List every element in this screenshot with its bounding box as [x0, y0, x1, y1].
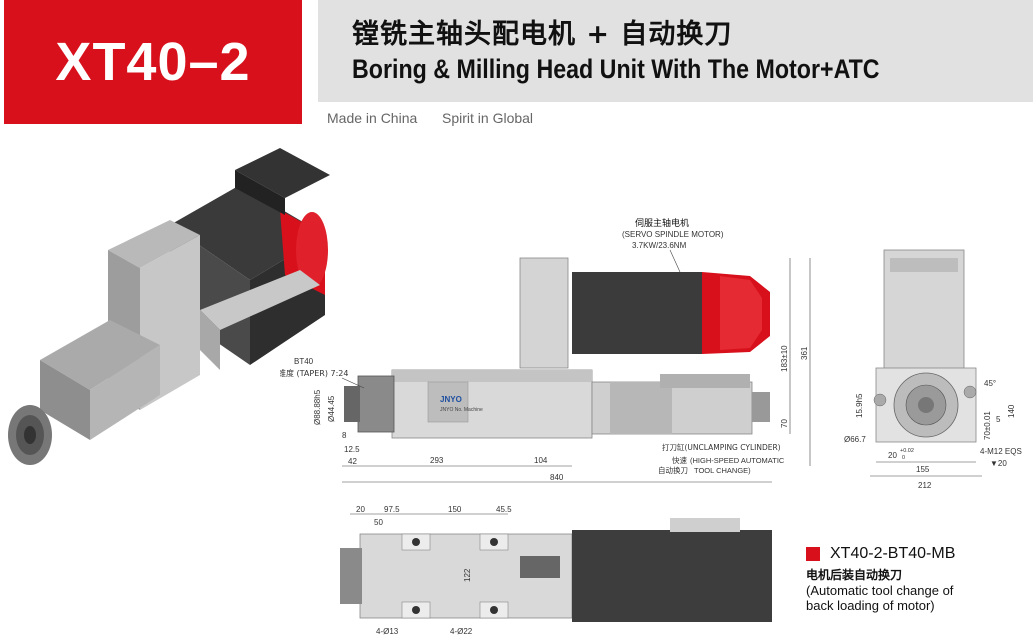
variant-code: XT40-2-BT40-MB — [830, 545, 956, 562]
dim-5: 5 — [996, 415, 1001, 424]
dim-140: 140 — [1007, 404, 1016, 418]
top-dim-122: 122 — [463, 568, 472, 582]
dim-155: 155 — [916, 465, 930, 474]
motor-spec: 3.7KW/23.6NM — [632, 241, 687, 250]
atc-cn1: 快速 — [672, 455, 687, 465]
top-dim-45-5: 45.5 — [496, 505, 512, 514]
tagline-spirit-in-global: Spirit in Global — [442, 110, 534, 126]
taper-line2: 锥度 (TAPER) 7:24 — [280, 368, 348, 378]
product-photo — [8, 148, 330, 465]
dim-361: 361 — [800, 346, 809, 360]
end-view-drawing: 15.9h5 Ø66.7 45° 5 140 70±0.01 20 +0.02 … — [844, 249, 1022, 490]
atc-en2: TOOL CHANGE) — [694, 466, 751, 475]
dim-20: 20 — [888, 451, 897, 460]
top-dim-50: 50 — [374, 518, 383, 527]
title-chinese: 镗铣主轴头配电机 + 自动换刀 — [352, 19, 733, 50]
top-dim-4-d22: 4-Ø22 — [450, 627, 473, 636]
motor-label-cn: 伺服主轴电机 — [635, 217, 689, 229]
dim-212: 212 — [918, 481, 932, 490]
dim-8: 8 — [342, 431, 347, 440]
dim-42: 42 — [348, 457, 357, 466]
dim-spindle-od: Ø88.88h5 — [313, 389, 322, 425]
dim-d66-7: Ø66.7 — [844, 435, 866, 444]
model-number: XT40–2 — [55, 32, 251, 92]
dim-15-9: 15.9h5 — [855, 393, 864, 418]
top-dim-4-d13: 4-Ø13 — [376, 627, 399, 636]
top-view-drawing: 20 97.5 50 150 45.5 122 4-Ø13 4-Ø22 — [340, 505, 772, 636]
top-dim-20: 20 — [356, 505, 365, 514]
top-dim-97-5: 97.5 — [384, 505, 400, 514]
dim-12-5: 12.5 — [344, 445, 360, 454]
dim-840: 840 — [550, 473, 564, 482]
dim-spindle-id: Ø44.45 — [327, 395, 336, 422]
taper-line1: BT40 — [294, 357, 314, 366]
dim-4-m12: 4-M12 EQS — [980, 447, 1022, 456]
dim-183: 183±10 — [780, 345, 789, 372]
dim-20-plus: +0.02 — [900, 448, 914, 454]
variant-en-line2: back loading of motor) — [806, 598, 935, 613]
dim-104: 104 — [534, 456, 548, 465]
variant-en-line1: (Automatic tool change of — [806, 583, 954, 598]
title-english: Boring & Milling Head Unit With The Moto… — [352, 54, 880, 84]
title-bar — [318, 0, 1033, 102]
brand-logo: JNYO — [440, 395, 462, 404]
tagline-made-in-china: Made in China — [327, 110, 418, 126]
variant-bullet — [806, 547, 820, 561]
dim-45deg: 45° — [984, 379, 996, 388]
dim-20-minus: 0 — [902, 455, 905, 461]
top-dim-150: 150 — [448, 505, 462, 514]
variant-caption: XT40-2-BT40-MB 电机后装自动换刀 (Automatic tool … — [806, 545, 1031, 613]
dim-depth-20: ▼20 — [990, 459, 1007, 468]
model-badge: XT40–2 — [4, 0, 302, 124]
cylinder-label: 打刀缸(UNCLAMPING CYLINDER) — [662, 442, 781, 452]
dim-70-left: 70 — [780, 419, 789, 428]
side-view-drawing: 伺服主轴电机 (SERVO SPINDLE MOTOR) 3.7KW/23.6N… — [280, 217, 811, 483]
atc-en1: (HIGH-SPEED AUTOMATIC — [690, 456, 785, 465]
atc-cn2: 自动换刀 — [658, 465, 688, 475]
dim-293: 293 — [430, 456, 444, 465]
dim-70-tol: 70±0.01 — [983, 411, 992, 440]
variant-cn: 电机后装自动换刀 — [806, 568, 903, 582]
brand-sub: JNYO No. Machine — [440, 407, 483, 413]
motor-label-en: (SERVO SPINDLE MOTOR) — [622, 230, 724, 239]
